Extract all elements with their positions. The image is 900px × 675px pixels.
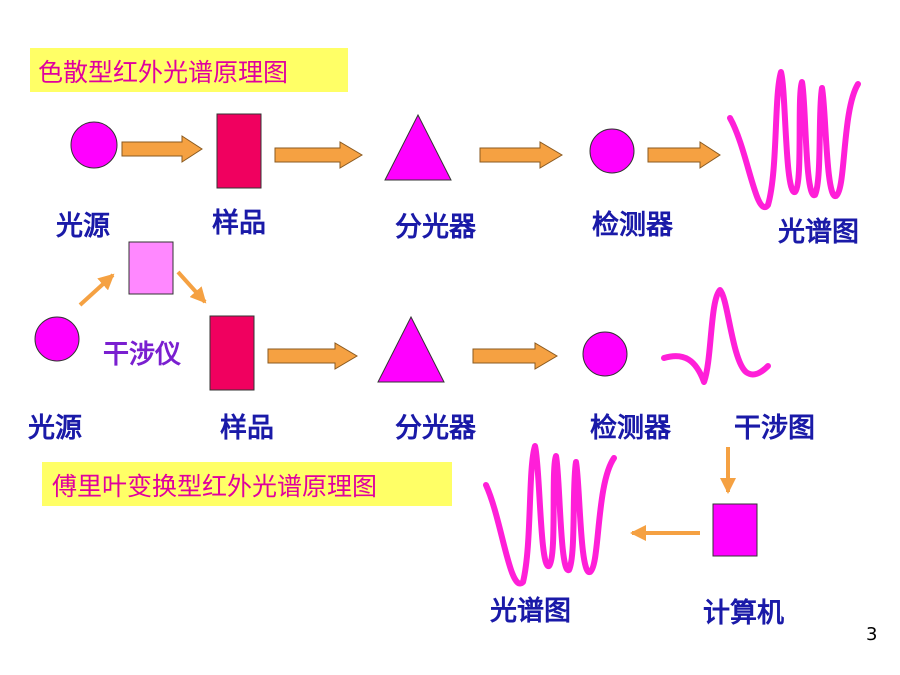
dispersive-detector-circle xyxy=(589,128,635,174)
dispersive-label-detector: 检测器 xyxy=(592,209,674,241)
ftir-label-computer: 计算机 xyxy=(703,597,784,629)
arrow-ftir-monochromator-to-detector xyxy=(472,342,558,370)
arrow-interferometer-to-sample xyxy=(176,270,207,304)
ftir-label-source: 光源 xyxy=(27,413,82,444)
ftir-spectrum-curve xyxy=(483,443,617,587)
arrow-sample-to-monochromator xyxy=(274,141,363,169)
ftir-source-circle xyxy=(34,316,80,362)
page-number: 3 xyxy=(866,624,877,645)
ftir-label-interferometer: 干涉仪 xyxy=(103,340,182,370)
ftir-sample-rect xyxy=(209,315,255,391)
dispersive-label-sample: 样品 xyxy=(212,207,266,239)
dispersive-source-circle xyxy=(70,121,118,169)
arrow-ftir-sample-to-monochromator xyxy=(267,342,358,370)
ftir-computer-rect xyxy=(712,503,758,557)
ftir-interferogram-curve xyxy=(661,287,771,385)
dispersive-title-band xyxy=(30,48,348,92)
dispersive-sample-rect xyxy=(216,113,262,189)
arrow-source-to-interferometer xyxy=(78,273,115,307)
ftir-label-spectrum: 光谱图 xyxy=(489,595,571,627)
dispersive-spectrum-curve xyxy=(727,69,861,211)
arrow-source-to-sample xyxy=(121,135,203,163)
ftir-title-band xyxy=(42,462,452,506)
ftir-label-interferogram: 干涉图 xyxy=(734,413,815,444)
dispersive-label-monochromator: 分光器 xyxy=(395,212,477,243)
ftir-detector-circle xyxy=(582,331,628,377)
ftir-monochromator-triangle xyxy=(377,315,445,383)
ftir-label-sample: 样品 xyxy=(220,412,274,444)
arrow-detector-to-spectrum xyxy=(647,141,721,169)
ftir-title: 傅里叶变换型红外光谱原理图 xyxy=(52,472,377,501)
ftir-label-monochromator: 分光器 xyxy=(395,413,477,444)
dispersive-label-source: 光源 xyxy=(55,211,110,242)
ftir-interferometer-rect xyxy=(128,241,174,295)
ftir-label-detector: 检测器 xyxy=(590,412,672,444)
dispersive-label-spectrum: 光谱图 xyxy=(777,216,859,248)
dispersive-title: 色散型红外光谱原理图 xyxy=(38,58,288,87)
arrow-monochromator-to-detector xyxy=(479,141,563,169)
dispersive-monochromator-triangle xyxy=(384,113,452,181)
